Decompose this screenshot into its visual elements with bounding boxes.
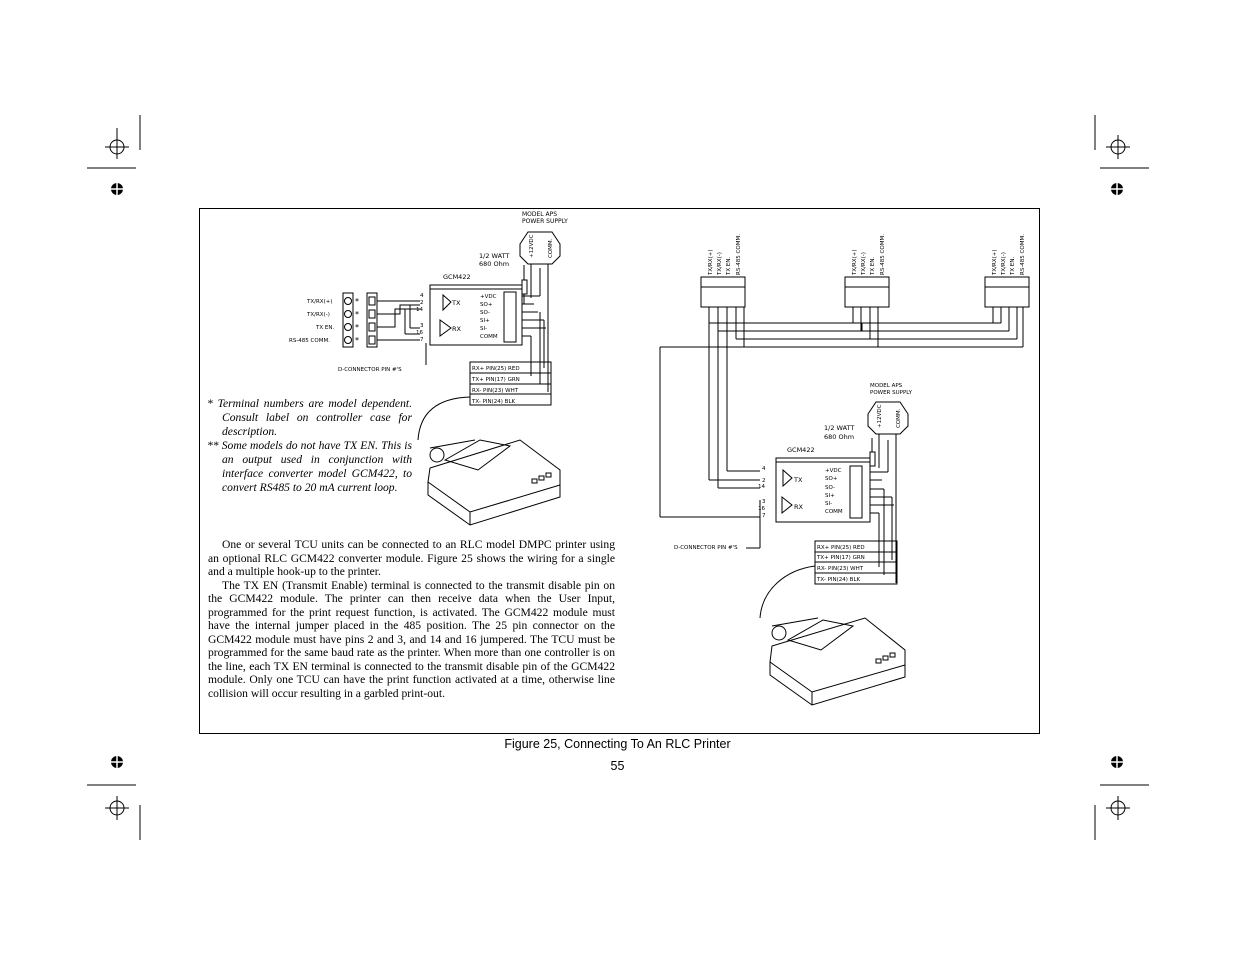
- gcm-si-p: SI+: [480, 318, 490, 324]
- r1-rs485: RS-485 COMM.: [736, 234, 742, 275]
- footnote-tx-en: ** Some models do not have TX EN. This i…: [207, 439, 412, 494]
- r-psu-title-1: MODEL APS: [870, 383, 903, 389]
- ohm-label: 680 Ohm: [479, 260, 509, 268]
- wire-tx-n: TX- PIN(24) BLK: [471, 399, 516, 405]
- svg-text:*: *: [355, 297, 359, 306]
- r-psu-comm: COMM.: [896, 408, 902, 428]
- paragraph-2: The TX EN (Transmit Enable) terminal is …: [208, 578, 615, 700]
- r-dconnector-label: D-CONNECTOR PIN #'S: [674, 545, 738, 551]
- psu-pos: +12VDC: [529, 234, 535, 258]
- r-wire-tx-p: TX+ PIN(17) GRN: [816, 555, 865, 561]
- r-pin-2: 2: [762, 478, 766, 484]
- wire-rx-p: RX+ PIN(25) RED: [472, 366, 520, 372]
- r-gcm-si-n: SI-: [825, 501, 832, 507]
- body-text: One or several TCU units can be connecte…: [208, 538, 615, 700]
- r-gcm-so-n: SO-: [825, 485, 835, 491]
- gcm-comm: COMM: [480, 334, 498, 340]
- term-txrx-p: TX/RX(+): [306, 299, 332, 305]
- r-watt-label: 1/2 WATT: [824, 424, 854, 432]
- pin-16: 16: [416, 330, 423, 336]
- r-rx-label: RX: [794, 503, 804, 511]
- figure-frame: [199, 208, 1040, 734]
- r2-txen: TX EN.: [870, 257, 876, 276]
- pin-2: 2: [420, 300, 424, 306]
- figure-caption: Figure 25, Connecting To An RLC Printer: [504, 737, 731, 751]
- term-txen: TX EN.: [315, 325, 334, 331]
- gcm-vdc: +VDC: [480, 294, 497, 300]
- r-psu-pos: +12VDC: [877, 404, 883, 428]
- svg-text:*: *: [355, 310, 359, 319]
- tx-label: TX: [451, 299, 461, 307]
- r3-txrx-n: TX/RX(-): [1001, 252, 1007, 276]
- r1-txen: TX EN.: [726, 257, 732, 276]
- r-gcm-so-p: SO+: [825, 476, 838, 482]
- gcm-so-p: SO+: [480, 302, 493, 308]
- r-pin-14: 14: [758, 484, 765, 490]
- paragraph-1: One or several TCU units can be connecte…: [208, 538, 615, 578]
- r2-txrx-p: TX/RX(+): [852, 250, 858, 276]
- r-pin-3: 3: [762, 499, 766, 505]
- psu-title-1: MODEL APS: [522, 211, 557, 218]
- gcm-so-n: SO-: [480, 310, 490, 316]
- r3-rs485: RS-485 COMM.: [1020, 234, 1026, 275]
- r-pin-7: 7: [762, 513, 766, 519]
- svg-text:*: *: [355, 323, 359, 332]
- pin-3: 3: [420, 323, 424, 329]
- pin-14: 14: [416, 307, 423, 313]
- psu-title-2: POWER SUPPLY: [522, 218, 568, 225]
- svg-text:*: *: [355, 336, 359, 345]
- rx-label: RX: [452, 325, 462, 333]
- r-wire-rx-n: RX- PIN(23) WHT: [817, 566, 864, 572]
- r-tx-label: TX: [793, 476, 803, 484]
- pin-7: 7: [420, 337, 424, 343]
- r-ohm-label: 680 Ohm: [824, 433, 854, 441]
- r-wire-tx-n: TX- PIN(24) BLK: [816, 577, 861, 583]
- r-psu-title-2: POWER SUPPLY: [870, 390, 913, 396]
- r2-rs485: RS-485 COMM.: [880, 234, 886, 275]
- watt-label: 1/2 WATT: [479, 252, 509, 260]
- r-gcm-si-p: SI+: [825, 493, 835, 499]
- r-gcm-comm: COMM: [825, 509, 843, 515]
- r1-txrx-n: TX/RX(-): [717, 252, 723, 276]
- gcm-label: GCM422: [443, 273, 471, 281]
- dconnector-label: D-CONNECTOR PIN #'S: [338, 367, 402, 373]
- r-gcm-vdc: +VDC: [825, 468, 842, 474]
- page-number: 55: [610, 759, 625, 773]
- r-wire-rx-p: RX+ PIN(25) RED: [817, 545, 865, 551]
- footnote-terminal-numbers: * Terminal numbers are model dependent. …: [207, 397, 412, 438]
- r1-txrx-p: TX/RX(+): [708, 250, 714, 276]
- footnotes: * Terminal numbers are model dependent. …: [207, 397, 412, 495]
- wire-tx-p: TX+ PIN(17) GRN: [471, 377, 520, 383]
- r3-txen: TX EN.: [1010, 257, 1016, 276]
- psu-comm: COMM.: [548, 238, 554, 258]
- wire-rx-n: RX- PIN(23) WHT: [472, 388, 519, 394]
- term-rs485: RS-485 COMM.: [289, 338, 330, 344]
- r2-txrx-n: TX/RX(-): [861, 252, 867, 276]
- term-txrx-n: TX/RX(-): [306, 312, 330, 318]
- r-pin-4: 4: [762, 466, 766, 472]
- r-pin-16: 16: [758, 506, 765, 512]
- pin-4: 4: [420, 293, 424, 299]
- gcm-si-n: SI-: [480, 326, 487, 332]
- r-gcm-label: GCM422: [787, 446, 815, 454]
- r3-txrx-p: TX/RX(+): [992, 250, 998, 276]
